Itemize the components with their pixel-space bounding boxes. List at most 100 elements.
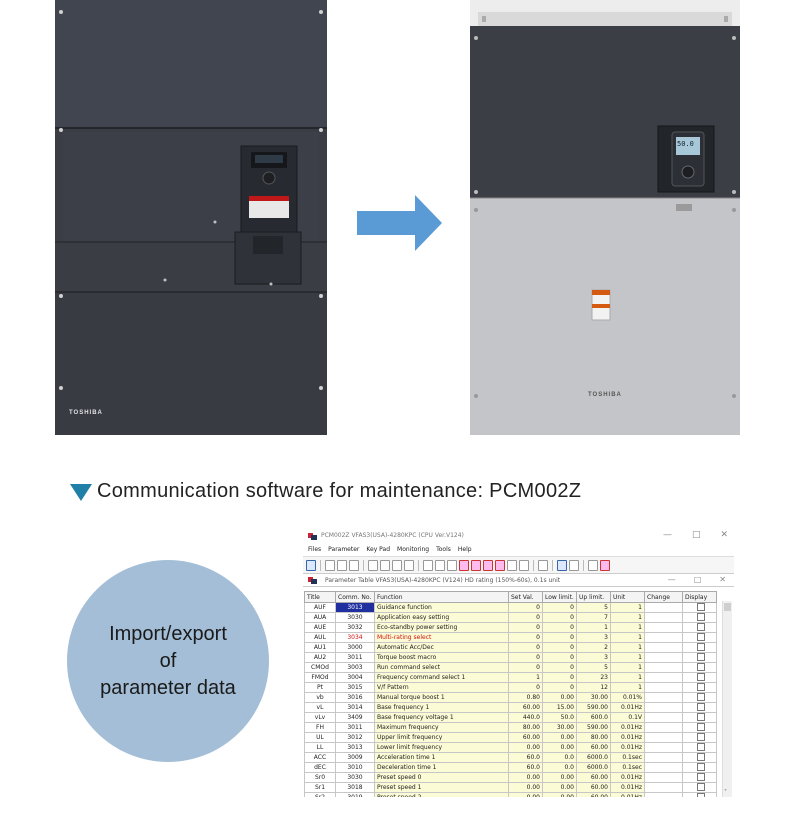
function-cell[interactable]: Multi-rating select xyxy=(374,632,509,643)
function-cell[interactable]: Base frequency 1 xyxy=(374,702,509,713)
display-checkbox[interactable] xyxy=(697,683,705,692)
display-checkbox[interactable] xyxy=(697,693,705,702)
col-header-title[interactable]: Title xyxy=(304,591,336,603)
up-limit-cell[interactable]: 6000.0 xyxy=(576,752,611,763)
comm-no-cell[interactable]: 3032 xyxy=(335,622,375,633)
col-header-low-limit[interactable]: Low limit. xyxy=(542,591,577,603)
low-limit-cell[interactable]: 0.00 xyxy=(542,792,577,797)
set-value-cell[interactable]: 440.0 xyxy=(508,712,543,723)
low-limit-cell[interactable]: 0 xyxy=(542,642,577,653)
comm-no-cell[interactable]: 3030 xyxy=(335,612,375,623)
low-limit-cell[interactable]: 0.00 xyxy=(542,782,577,793)
low-limit-cell[interactable]: 0 xyxy=(542,612,577,623)
set-value-cell[interactable]: 0.00 xyxy=(508,792,543,797)
display-checkbox[interactable] xyxy=(697,633,705,642)
open-folder-icon[interactable] xyxy=(337,559,347,571)
new-file-icon[interactable] xyxy=(325,559,335,571)
up-limit-cell[interactable]: 3 xyxy=(576,652,611,663)
scroll-down-icon[interactable]: ˅ xyxy=(724,789,727,796)
param-title-cell[interactable]: AU1 xyxy=(304,642,336,653)
param-title-cell[interactable]: Sr2 xyxy=(304,792,336,797)
display-checkbox[interactable] xyxy=(697,733,705,742)
up-limit-cell[interactable]: 2 xyxy=(576,642,611,653)
book-icon[interactable] xyxy=(600,559,610,571)
comm-no-cell[interactable]: 3030 xyxy=(335,772,375,783)
print-icon[interactable] xyxy=(380,559,390,571)
low-limit-cell[interactable]: 0 xyxy=(542,652,577,663)
low-limit-cell[interactable]: 0 xyxy=(542,672,577,683)
unit-cell[interactable]: 1 xyxy=(610,622,645,633)
set-value-cell[interactable]: 1 xyxy=(508,672,543,683)
up-limit-cell[interactable]: 60.00 xyxy=(576,792,611,797)
param-title-cell[interactable]: vL xyxy=(304,702,336,713)
list-icon[interactable] xyxy=(435,559,445,571)
comm-no-cell[interactable]: 3012 xyxy=(335,732,375,743)
param-title-cell[interactable]: AUE xyxy=(304,622,336,633)
param-title-cell[interactable]: Pt xyxy=(304,682,336,693)
layout-icon[interactable] xyxy=(588,559,598,571)
up-limit-cell[interactable]: 12 xyxy=(576,682,611,693)
info-icon[interactable] xyxy=(557,559,567,571)
up-limit-cell[interactable]: 60.00 xyxy=(576,772,611,783)
col-header-display[interactable]: Display xyxy=(682,591,717,603)
function-cell[interactable]: Frequency command select 1 xyxy=(374,672,509,683)
unit-cell[interactable]: 1 xyxy=(610,602,645,613)
set-value-cell[interactable]: 60.00 xyxy=(508,732,543,743)
display-checkbox[interactable] xyxy=(697,763,705,772)
low-limit-cell[interactable]: 0 xyxy=(542,682,577,693)
unit-cell[interactable]: 1 xyxy=(610,682,645,693)
display-checkbox[interactable] xyxy=(697,623,705,632)
menu-keypad[interactable]: Key Pad xyxy=(366,546,391,553)
up-limit-cell[interactable]: 5 xyxy=(576,602,611,613)
comm-no-cell[interactable]: 3009 xyxy=(335,752,375,763)
low-limit-cell[interactable]: 0.00 xyxy=(542,692,577,703)
monitor-icon[interactable] xyxy=(569,559,579,571)
set-value-cell[interactable]: 0.00 xyxy=(508,782,543,793)
col-header-set-val[interactable]: Set Val. xyxy=(508,591,543,603)
up-limit-cell[interactable]: 60.00 xyxy=(576,782,611,793)
comm-no-cell[interactable]: 3019 xyxy=(335,792,375,797)
param-title-cell[interactable]: AUF xyxy=(304,602,336,613)
window-titlebar[interactable]: PCM002Z VFAS3(USA)-4280KPC (CPU Ver.V124… xyxy=(303,527,734,544)
set-value-cell[interactable]: 0 xyxy=(508,682,543,693)
param-title-cell[interactable]: FMOd xyxy=(304,672,336,683)
col-header-comm-no[interactable]: Comm. No. xyxy=(335,591,375,603)
up-limit-cell[interactable]: 3 xyxy=(576,632,611,643)
function-cell[interactable]: Base frequency voltage 1 xyxy=(374,712,509,723)
display-checkbox[interactable] xyxy=(697,643,705,652)
print-preview-icon[interactable] xyxy=(392,559,402,571)
close-icon[interactable]: ✕ xyxy=(720,530,728,540)
unit-cell[interactable]: 0.01Hz xyxy=(610,732,645,743)
maximize-icon[interactable]: □ xyxy=(691,530,701,540)
function-cell[interactable]: Run command select xyxy=(374,662,509,673)
function-cell[interactable]: Preset speed 2 xyxy=(374,792,509,797)
unit-cell[interactable]: 0.01Hz xyxy=(610,792,645,797)
menu-tools[interactable]: Tools xyxy=(436,546,451,553)
unit-cell[interactable]: 0.01Hz xyxy=(610,782,645,793)
function-cell[interactable]: Lower limit frequency xyxy=(374,742,509,753)
display-checkbox[interactable] xyxy=(697,673,705,682)
menu-monitoring[interactable]: Monitoring xyxy=(397,546,430,553)
display-checkbox[interactable] xyxy=(697,793,705,797)
function-cell[interactable]: Eco-standby power setting xyxy=(374,622,509,633)
up-limit-cell[interactable]: 60.00 xyxy=(576,742,611,753)
unit-cell[interactable]: 0.01Hz xyxy=(610,722,645,733)
set-value-cell[interactable]: 0 xyxy=(508,642,543,653)
low-limit-cell[interactable]: 0 xyxy=(542,662,577,673)
table-icon[interactable] xyxy=(423,559,433,571)
display-checkbox[interactable] xyxy=(697,663,705,672)
col-header-up-limit[interactable]: Up limit. xyxy=(576,591,611,603)
display-checkbox[interactable] xyxy=(697,613,705,622)
param-title-cell[interactable]: ACC xyxy=(304,752,336,763)
comm-no-cell[interactable]: 3004 xyxy=(335,672,375,683)
set-value-cell[interactable]: 60.0 xyxy=(508,752,543,763)
function-cell[interactable]: Application easy setting xyxy=(374,612,509,623)
search-icon[interactable] xyxy=(507,559,517,571)
col-header-function[interactable]: Function xyxy=(374,591,509,603)
